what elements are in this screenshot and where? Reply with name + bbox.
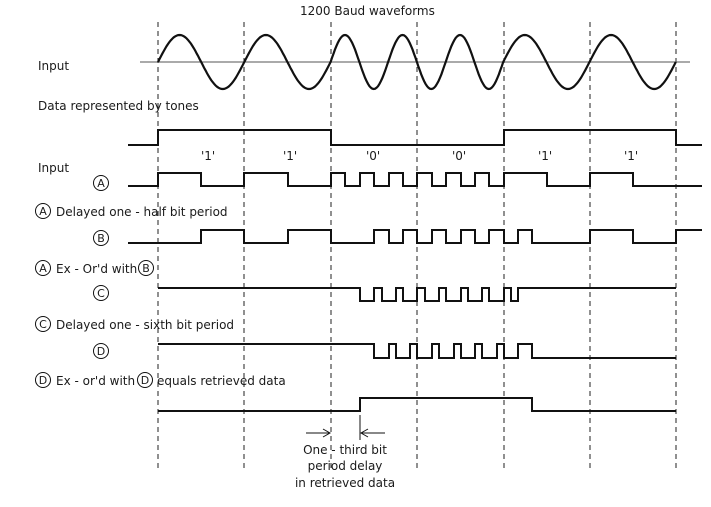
exor-label: Ex - Or'd with [56, 262, 137, 276]
data-tones-wave [128, 129, 702, 146]
circle-marker-b [138, 260, 154, 276]
delay-note-line3: in retrieved data [295, 476, 395, 490]
retrieved-data-wave [158, 397, 676, 412]
circle-letter-d: D [141, 374, 149, 387]
c-wave [158, 287, 676, 302]
circle-marker-d [137, 372, 153, 388]
data-tones-label: Data represented by tones [38, 99, 199, 113]
circle-marker-d [35, 372, 51, 388]
retrieved-data-label: equals retrieved data [157, 374, 286, 388]
input-sine-label: Input [38, 59, 69, 73]
circle-letter-a: A [39, 262, 47, 275]
circle-marker-a [93, 175, 109, 191]
bit-label: '1' [201, 149, 215, 163]
bit-label: '0' [366, 149, 380, 163]
bit-label: '1' [624, 149, 638, 163]
delayed-half-label: Delayed one - half bit period [56, 205, 228, 219]
circle-marker-c [35, 316, 51, 332]
bit-value-labels: '1' '1' '0' '0' '1' '1' [201, 149, 638, 163]
delay-arrows [306, 415, 385, 440]
bit-label: '1' [283, 149, 297, 163]
delay-note-line2: period delay [308, 459, 383, 473]
circle-letter-c: C [97, 287, 105, 300]
d-wave [158, 343, 676, 359]
circle-marker-a [35, 260, 51, 276]
delay-note-line1: One - third bit [303, 443, 387, 457]
exor2-label: Ex - or'd with [56, 374, 135, 388]
circle-letter-d: D [97, 345, 105, 358]
circle-marker-b [93, 230, 109, 246]
circle-letter-b: B [142, 262, 150, 275]
delayed-sixth-label: Delayed one - sixth bit period [56, 318, 234, 332]
circle-letter-a: A [97, 177, 105, 190]
circle-marker-a [35, 203, 51, 219]
input-sine-wave [157, 33, 677, 91]
input-a-wave [128, 172, 702, 187]
bit-label: '0' [452, 149, 466, 163]
bit-boundary-guides [157, 22, 677, 470]
circle-letter-b: B [97, 232, 105, 245]
circle-letter-a: A [39, 205, 47, 218]
diagram-title: 1200 Baud waveforms [300, 4, 435, 18]
circle-letter-c: C [39, 318, 47, 331]
circle-marker-d [93, 343, 109, 359]
input-a-label: Input [38, 161, 69, 175]
bit-label: '1' [538, 149, 552, 163]
b-wave [128, 229, 702, 244]
circle-letter-d: D [39, 374, 47, 387]
circle-marker-c [93, 285, 109, 301]
